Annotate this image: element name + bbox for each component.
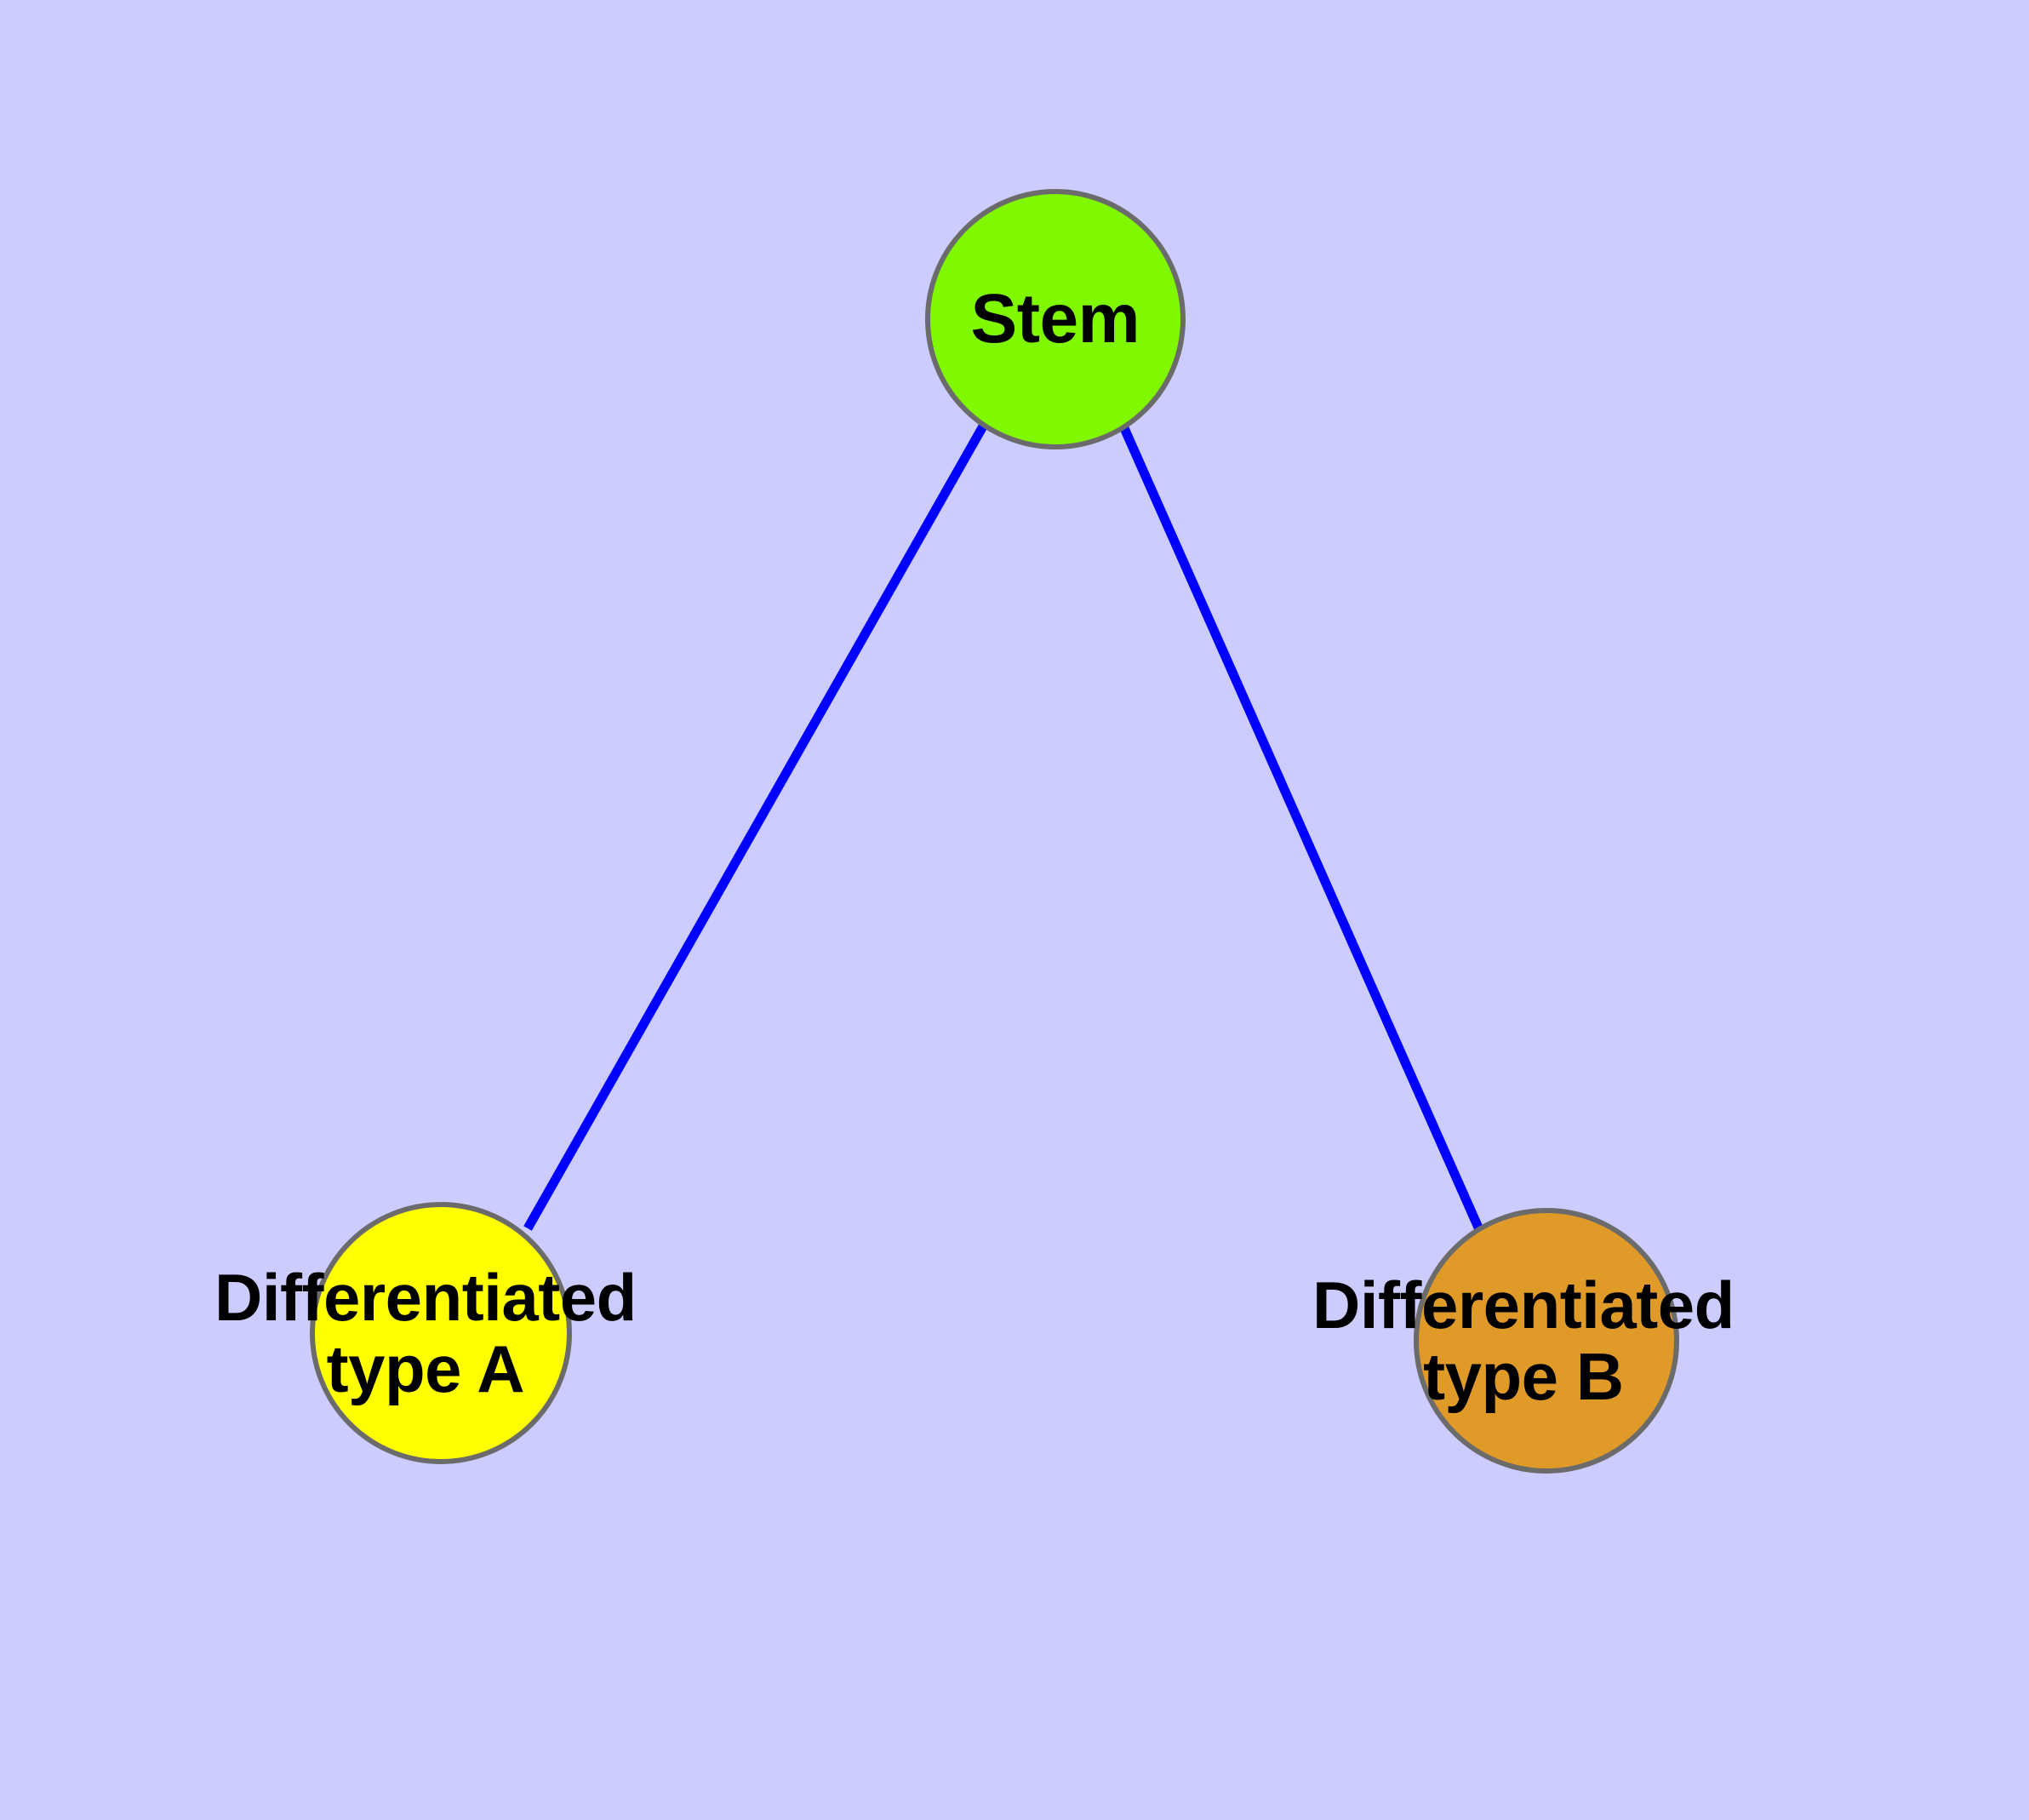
edges-layer <box>523 422 1483 1231</box>
nodes-layer <box>310 189 1679 1474</box>
graph-node-stem[interactable] <box>925 189 1186 449</box>
graph-edge <box>1119 426 1483 1230</box>
graph-node-diff-a[interactable] <box>310 1202 572 1464</box>
graph-edge <box>523 422 988 1231</box>
graph-node-diff-b[interactable] <box>1414 1208 1679 1474</box>
